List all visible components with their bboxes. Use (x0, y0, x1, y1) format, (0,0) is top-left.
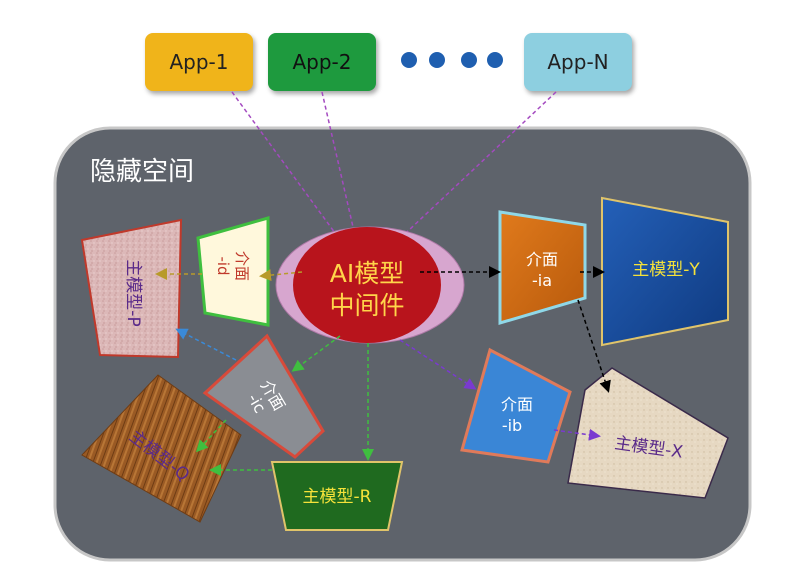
ellipsis-dot (401, 52, 417, 68)
interface-id-line2: -id (214, 256, 232, 275)
connector-ia-x (577, 299, 611, 393)
panel-title: 隐藏空间 (90, 157, 194, 187)
middleware-line1: AI模型 (330, 259, 404, 288)
model-r-label: 主模型-R (303, 487, 372, 507)
app-2-label: App-2 (292, 50, 352, 74)
interface-ia-shape (498, 210, 587, 326)
connector-ic-p (175, 328, 237, 361)
connector-appn (389, 91, 557, 249)
connector-mw-ib (399, 339, 477, 390)
ellipsis-dot (429, 52, 445, 68)
interface-ib-shape (460, 347, 572, 464)
app-2-box: App-2 (268, 33, 376, 91)
interface-id-line1: 介面 (233, 251, 251, 281)
app-n-label: App-N (547, 50, 609, 74)
connector-app2 (321, 91, 360, 243)
ellipsis-dot (461, 52, 477, 68)
middleware-core (293, 227, 441, 343)
model-r-shape (270, 461, 404, 531)
connector-ib-x (553, 428, 601, 441)
app-n-box: App-N (524, 33, 632, 91)
middleware-line2: 中间件 (329, 291, 404, 320)
app-1-label: App-1 (169, 50, 229, 74)
connector-app1 (231, 91, 348, 251)
model-q-shape (81, 374, 242, 523)
model-p-label: 主模型-P (123, 259, 143, 326)
interface-id-shape (196, 216, 270, 327)
interface-ib-line1: 介面 (501, 395, 533, 414)
ellipsis-dot (487, 52, 503, 68)
interface-ib-line2: -ib (502, 416, 522, 435)
connector-mw-ic (291, 335, 341, 372)
model-y-label: 主模型-Y (632, 260, 700, 280)
model-y-shape (601, 196, 729, 347)
interface-ic-shape (202, 333, 325, 459)
app-1-box: App-1 (145, 33, 253, 91)
interface-ia-line2: -ia (532, 271, 552, 290)
model-p-shape (80, 218, 183, 359)
model-x-shape (567, 367, 729, 499)
interface-ia-line1: 介面 (526, 250, 558, 269)
